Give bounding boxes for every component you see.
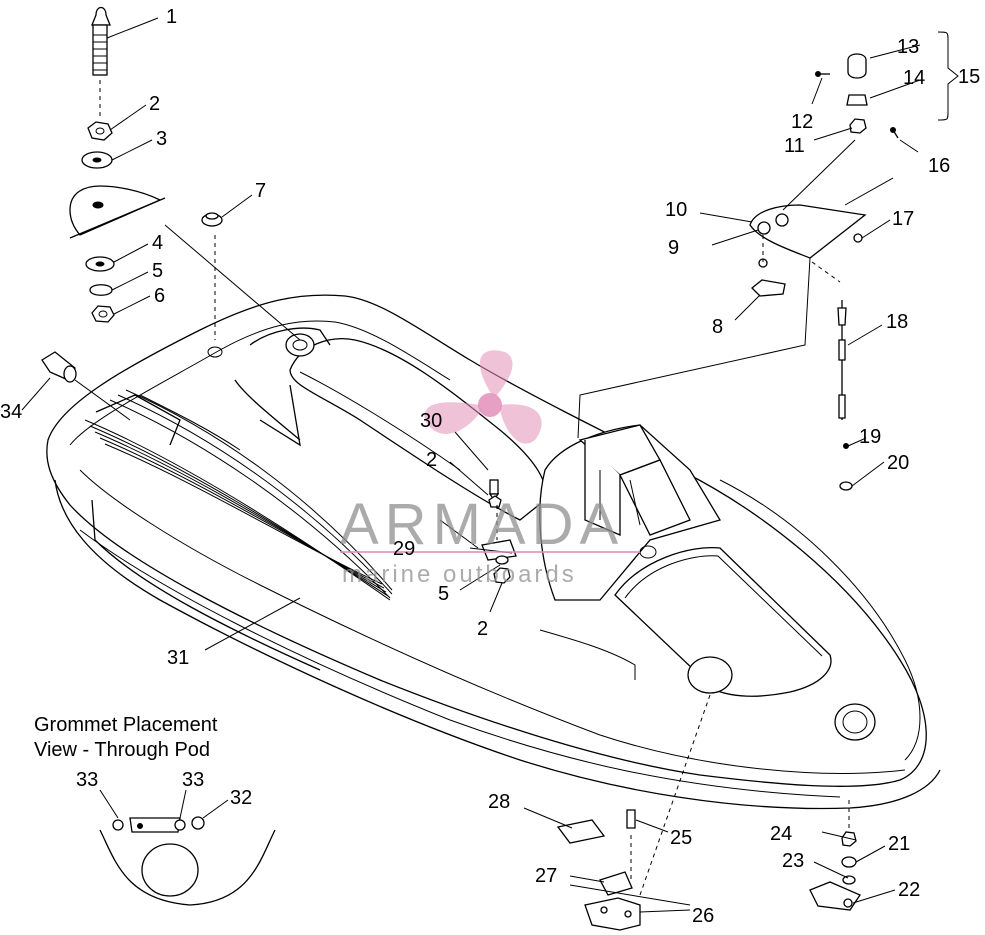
storage-hatch — [614, 546, 876, 741]
callout-29: 29 — [393, 538, 415, 560]
callout-9: 9 — [668, 237, 679, 259]
callout-33-right: 33 — [182, 769, 204, 791]
seat-pad — [234, 327, 547, 521]
callout-6: 6 — [154, 285, 165, 307]
callout-34: 34 — [0, 401, 22, 423]
callout-5-center: 5 — [438, 583, 449, 605]
center-fasteners — [439, 479, 517, 584]
callout-33-left: 33 — [76, 769, 98, 791]
part-5-lockwasher — [89, 284, 113, 296]
leader-lines — [21, 17, 959, 913]
deck-fitting — [207, 333, 636, 680]
part-34-fitting — [41, 351, 77, 383]
footwell-ribs — [84, 389, 393, 601]
mount-plate — [69, 185, 166, 239]
callout-24: 24 — [770, 823, 792, 845]
callout-2-center: 2 — [426, 449, 437, 471]
watermark-tagline: marine outboards — [342, 561, 577, 588]
watermark: ARMADA marine outboards — [340, 350, 640, 588]
inset-title-line2: View - Through Pod — [34, 739, 210, 761]
hull — [46, 294, 941, 810]
callout-31: 31 — [167, 647, 189, 669]
callout-4: 4 — [152, 232, 163, 254]
callout-23: 23 — [782, 850, 804, 872]
callout-13: 13 — [897, 36, 919, 58]
callout-18: 18 — [886, 311, 908, 333]
callout-14: 14 — [903, 67, 925, 89]
part-3-washer — [81, 151, 113, 169]
callout-19: 19 — [859, 426, 881, 448]
steering-assembly — [577, 53, 899, 491]
part-4-washer — [85, 256, 115, 272]
underside-parts — [556, 694, 861, 931]
callout-12: 12 — [791, 111, 813, 133]
callout-27: 27 — [535, 865, 557, 887]
steering-pod — [539, 424, 721, 601]
callout-11: 11 — [784, 135, 805, 157]
callout-30: 30 — [420, 410, 442, 432]
watermark-brand: ARMADA — [340, 492, 624, 557]
grommet-inset — [99, 816, 276, 906]
callout-1: 1 — [166, 6, 177, 28]
callout-26: 26 — [692, 905, 714, 927]
propeller-logo — [424, 350, 542, 444]
callout-22: 22 — [898, 879, 920, 901]
callout-labels: 1 2 3 4 5 6 7 8 9 10 11 12 13 14 15 16 1… — [0, 6, 980, 927]
part-2-nut — [87, 121, 113, 141]
callout-21: 21 — [888, 833, 910, 855]
callout-2: 2 — [149, 93, 160, 115]
callout-8: 8 — [712, 316, 723, 338]
callout-16: 16 — [928, 155, 950, 177]
callout-15: 15 — [958, 66, 980, 88]
part-1-stud — [91, 6, 111, 116]
propeller-hub — [478, 393, 502, 417]
inset-title-line1: Grommet Placement — [34, 714, 218, 736]
callout-20: 20 — [887, 452, 909, 474]
callout-7: 7 — [255, 180, 266, 202]
part-7-grommet — [201, 212, 223, 340]
callout-2-lower: 2 — [477, 618, 488, 640]
callout-3: 3 — [156, 128, 167, 150]
callout-5: 5 — [152, 260, 163, 282]
part-6-nut — [91, 305, 115, 323]
callout-28: 28 — [488, 791, 510, 813]
callout-10: 10 — [665, 199, 687, 221]
callout-32: 32 — [230, 787, 252, 809]
callout-17: 17 — [892, 208, 914, 230]
callout-25: 25 — [670, 827, 692, 849]
